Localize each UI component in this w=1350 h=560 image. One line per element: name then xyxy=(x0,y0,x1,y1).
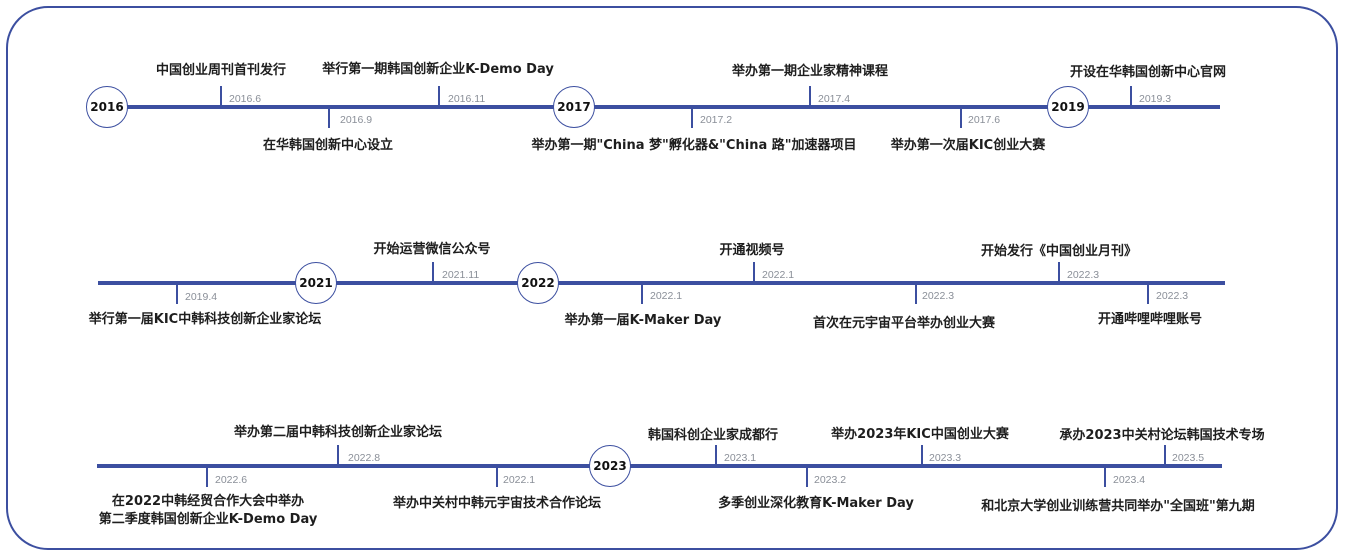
event-label: 和北京大学创业训练营共同举办"全国班"第九期 xyxy=(981,499,1255,514)
event-date: 2023.5 xyxy=(1172,452,1205,464)
event-label: 开始发行《中国创业月刊》 xyxy=(980,244,1138,259)
event-label: 举办中关村中韩元宇宙技术合作论坛 xyxy=(392,496,602,511)
event-tick xyxy=(1147,284,1149,304)
event-date: 2022.6 xyxy=(215,474,248,486)
event-date: 2023.3 xyxy=(929,452,962,464)
timeline-line-row-3 xyxy=(97,464,1222,468)
event-date: 2016.9 xyxy=(340,114,373,126)
year-2016-node: 2016 xyxy=(86,86,128,128)
event-label: 举办第一期"China 梦"孵化器&"China 路"加速器项目 xyxy=(531,138,857,153)
timeline-line-row-1 xyxy=(108,105,1220,109)
event-tick xyxy=(328,108,330,128)
event-tick xyxy=(337,445,339,465)
event-date: 2022.3 xyxy=(922,290,955,302)
year-2022-node: 2022 xyxy=(517,262,559,304)
event-date: 2016.6 xyxy=(229,93,262,105)
event-label: 韩国科创企业家成都行 xyxy=(647,428,779,443)
event-date: 2022.1 xyxy=(503,474,536,486)
event-date: 2017.2 xyxy=(700,114,733,126)
event-tick xyxy=(1058,262,1060,282)
year-label: 2023 xyxy=(593,459,627,473)
event-label: 开始运营微信公众号 xyxy=(373,242,491,257)
event-tick xyxy=(806,467,808,487)
year-label: 2022 xyxy=(521,276,555,290)
event-date: 2016.11 xyxy=(448,93,486,105)
event-tick xyxy=(1130,86,1132,106)
event-date: 2022.1 xyxy=(650,290,683,302)
event-tick xyxy=(960,108,962,128)
event-date: 2017.6 xyxy=(968,114,1001,126)
event-tick xyxy=(691,108,693,128)
event-label: 承办2023中关村论坛韩国技术专场 xyxy=(1059,428,1265,443)
event-label: 在华韩国创新中心设立 xyxy=(262,138,394,153)
event-label: 首次在元宇宙平台举办创业大赛 xyxy=(812,316,996,331)
event-label: 开通哔哩哔哩账号 xyxy=(1097,312,1203,327)
year-label: 2016 xyxy=(90,100,124,114)
event-label: 中国创业周刊首刊发行 xyxy=(155,63,287,78)
year-2023-node: 2023 xyxy=(589,445,631,487)
event-label: 在2022中韩经贸合作大会中举办 第二季度韩国创新企业K-Demo Day xyxy=(98,494,318,527)
event-label: 举行第一期韩国创新企业K-Demo Day xyxy=(322,62,554,77)
year-label: 2019 xyxy=(1051,100,1085,114)
event-label: 举办第一次届KIC创业大赛 xyxy=(890,138,1046,153)
event-label: 举行第一届KIC中韩科技创新企业家论坛 xyxy=(88,312,322,327)
event-date: 2021.11 xyxy=(442,269,480,281)
event-label: 举办2023年KIC中国创业大赛 xyxy=(831,427,1009,442)
year-2019-node: 2019 xyxy=(1047,86,1089,128)
event-label: 举办第一期企业家精神课程 xyxy=(731,64,889,79)
year-2021-node: 2021 xyxy=(295,262,337,304)
event-label: 多季创业深化教育K-Maker Day xyxy=(718,496,914,511)
event-date: 2023.1 xyxy=(724,452,757,464)
event-tick xyxy=(220,86,222,106)
event-date: 2022.3 xyxy=(1156,290,1189,302)
event-label: 举办第二届中韩科技创新企业家论坛 xyxy=(233,425,443,440)
event-tick xyxy=(921,445,923,465)
event-tick xyxy=(641,284,643,304)
event-tick xyxy=(1164,445,1166,465)
year-label: 2021 xyxy=(299,276,333,290)
event-date: 2022.3 xyxy=(1067,269,1100,281)
event-tick xyxy=(715,445,717,465)
year-label: 2017 xyxy=(557,100,591,114)
event-date: 2022.1 xyxy=(762,269,795,281)
event-tick xyxy=(176,284,178,304)
year-2017-node: 2017 xyxy=(553,86,595,128)
event-date: 2017.4 xyxy=(818,93,851,105)
event-tick xyxy=(496,467,498,487)
event-date: 2019.4 xyxy=(185,291,218,303)
event-tick xyxy=(753,262,755,282)
event-tick xyxy=(809,86,811,106)
event-tick xyxy=(432,262,434,282)
event-tick xyxy=(206,467,208,487)
event-label: 开通视频号 xyxy=(719,243,785,258)
event-label: 举办第一届K-Maker Day xyxy=(564,313,722,328)
event-tick xyxy=(915,284,917,304)
event-date: 2023.4 xyxy=(1113,474,1146,486)
event-label: 开设在华韩国创新中心官网 xyxy=(1069,65,1227,80)
event-date: 2023.2 xyxy=(814,474,847,486)
event-date: 2019.3 xyxy=(1139,93,1172,105)
event-date: 2022.8 xyxy=(348,452,381,464)
event-tick xyxy=(438,86,440,106)
event-tick xyxy=(1104,467,1106,487)
timeline-line-row-2 xyxy=(98,281,1225,285)
timeline-frame xyxy=(6,6,1338,550)
